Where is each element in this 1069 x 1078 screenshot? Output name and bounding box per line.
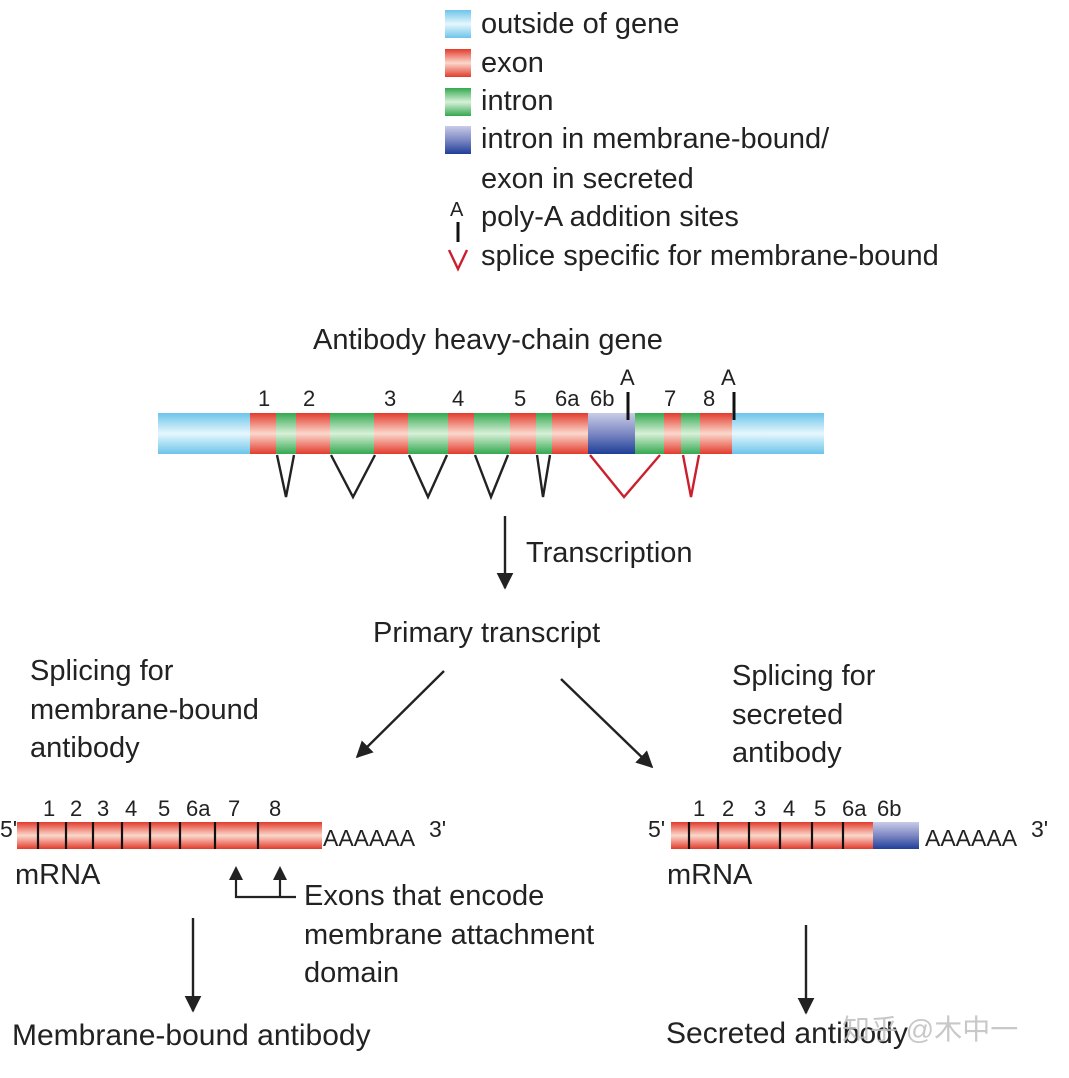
gene-title: Antibody heavy-chain gene <box>313 324 663 356</box>
splice-membrane-2 <box>681 454 701 498</box>
legend-swatch-intron <box>445 88 471 116</box>
mrna-membrane-bar <box>17 822 322 849</box>
membrane-polyA-tail: AAAAAA <box>323 825 416 851</box>
gene-polyA-label-1: A <box>620 365 635 390</box>
membrane-heading-line3: antibody <box>30 732 140 764</box>
gene-exon-label-5: 5 <box>514 386 527 411</box>
arrow-to-secreted <box>560 678 654 769</box>
secreted-heading-line1: Splicing for <box>732 660 876 692</box>
gene-exon-7 <box>664 413 681 454</box>
legend-label-intron: intron <box>481 85 554 117</box>
secreted-exon-label-1: 1 <box>693 796 706 821</box>
secreted-mrna-label: mRNA <box>667 859 753 891</box>
gene-exon-2 <box>296 413 330 454</box>
legend-label-splice: splice specific for membrane-bound <box>481 240 939 272</box>
legend-swatch-membrane <box>445 126 471 154</box>
membrane-domain-note-line3: domain <box>304 957 400 989</box>
membrane-exon-label-2: 2 <box>70 796 83 821</box>
gene-exon-label-6a: 6a <box>555 386 580 411</box>
gene-polyA-label-2: A <box>721 365 736 390</box>
gene-exon-3 <box>374 413 408 454</box>
membrane-exon-label-4: 4 <box>125 796 138 821</box>
secreted-product-label: Secreted antibody <box>666 1017 908 1050</box>
gene-exon-label-7: 7 <box>664 386 677 411</box>
secreted-polyA-tail: AAAAAA <box>925 825 1018 851</box>
gene-exon-label-1: 1 <box>258 386 271 411</box>
gene-intron-6 <box>635 413 664 454</box>
legend-label-polyA: poly-A addition sites <box>481 201 739 233</box>
membrane-exon-label-1: 1 <box>43 796 56 821</box>
mrna-secreted-bar <box>671 822 919 849</box>
legend-label-membrane-line1: intron in membrane-bound/ <box>481 123 830 155</box>
transcription-label: Transcription <box>526 537 693 569</box>
legend-label-membrane-line2: exon in secreted <box>481 163 694 195</box>
arrow-to-membrane <box>355 670 445 759</box>
membrane-mrna-3prime: 3' <box>429 816 447 842</box>
gene-intron-3 <box>408 413 448 454</box>
gene-intron-1 <box>276 413 296 454</box>
gene-exon-label-6b: 6b <box>590 386 615 411</box>
membrane-heading-line2: membrane-bound <box>30 694 259 726</box>
membrane-exon-label-3: 3 <box>97 796 110 821</box>
legend-label-outside: outside of gene <box>481 8 680 40</box>
splice-membrane-1 <box>589 454 661 499</box>
membrane-domain-note-line2: membrane attachment <box>304 919 595 951</box>
gene-outside-left <box>158 413 250 454</box>
gene-outside-right <box>732 413 824 454</box>
membrane-mrna-label: mRNA <box>15 859 101 891</box>
gene-intron-2 <box>330 413 374 454</box>
gene-bar <box>158 413 824 454</box>
membrane-mrna-5prime: 5' <box>0 816 18 842</box>
legend-swatch-exon <box>445 49 471 77</box>
membrane-exon-label-6a: 6a <box>186 796 211 821</box>
gene-exon-label-4: 4 <box>452 386 465 411</box>
gene-exon-4 <box>448 413 474 454</box>
gene-intron-5 <box>536 413 552 454</box>
splice-common-3 <box>407 454 449 500</box>
secreted-mrna-5prime: 5' <box>648 816 666 842</box>
splice-common-4 <box>473 454 510 501</box>
secreted-exon-label-3: 3 <box>754 796 767 821</box>
membrane-product-label: Membrane-bound antibody <box>12 1019 371 1052</box>
secreted-exon-label-4: 4 <box>783 796 796 821</box>
secreted-exon-label-5: 5 <box>814 796 827 821</box>
membrane-heading-line1: Splicing for <box>30 655 174 687</box>
splice-common-5 <box>535 454 552 498</box>
secreted-heading-line3: antibody <box>732 737 842 769</box>
legend-swatch-outside <box>445 10 471 38</box>
legend-label-exon: exon <box>481 47 544 79</box>
primary-transcript-label: Primary transcript <box>373 617 601 649</box>
gene-exon-6a <box>552 413 588 454</box>
secreted-exon-label-6b: 6b <box>877 796 902 821</box>
gene-exon-label-8: 8 <box>703 386 716 411</box>
legend-splice-mark <box>447 249 469 272</box>
gene-exon-label-2: 2 <box>303 386 316 411</box>
gene-exon-8 <box>700 413 732 454</box>
gene-exon-5 <box>510 413 536 454</box>
legend-polyA-letter: A <box>450 199 464 221</box>
splice-common-1 <box>275 454 296 498</box>
gene-intron-7 <box>681 413 700 454</box>
membrane-domain-note-line1: Exons that encode <box>304 880 545 912</box>
secreted-exon-label-6a: 6a <box>842 796 867 821</box>
membrane-exon-label-8: 8 <box>269 796 282 821</box>
gene-intron-4 <box>474 413 510 454</box>
secreted-mrna-3prime: 3' <box>1031 816 1049 842</box>
watermark: 知乎 @木中一 <box>842 1014 1019 1045</box>
secreted-exon-label-2: 2 <box>722 796 735 821</box>
gene-exon-label-3: 3 <box>384 386 397 411</box>
splice-common-2 <box>329 454 377 500</box>
secreted-heading-line2: secreted <box>732 699 844 731</box>
membrane-exon-label-7: 7 <box>228 796 241 821</box>
membrane-domain-pointer <box>229 866 296 899</box>
gene-exon-1 <box>250 413 276 454</box>
membrane-exon-label-5: 5 <box>158 796 171 821</box>
